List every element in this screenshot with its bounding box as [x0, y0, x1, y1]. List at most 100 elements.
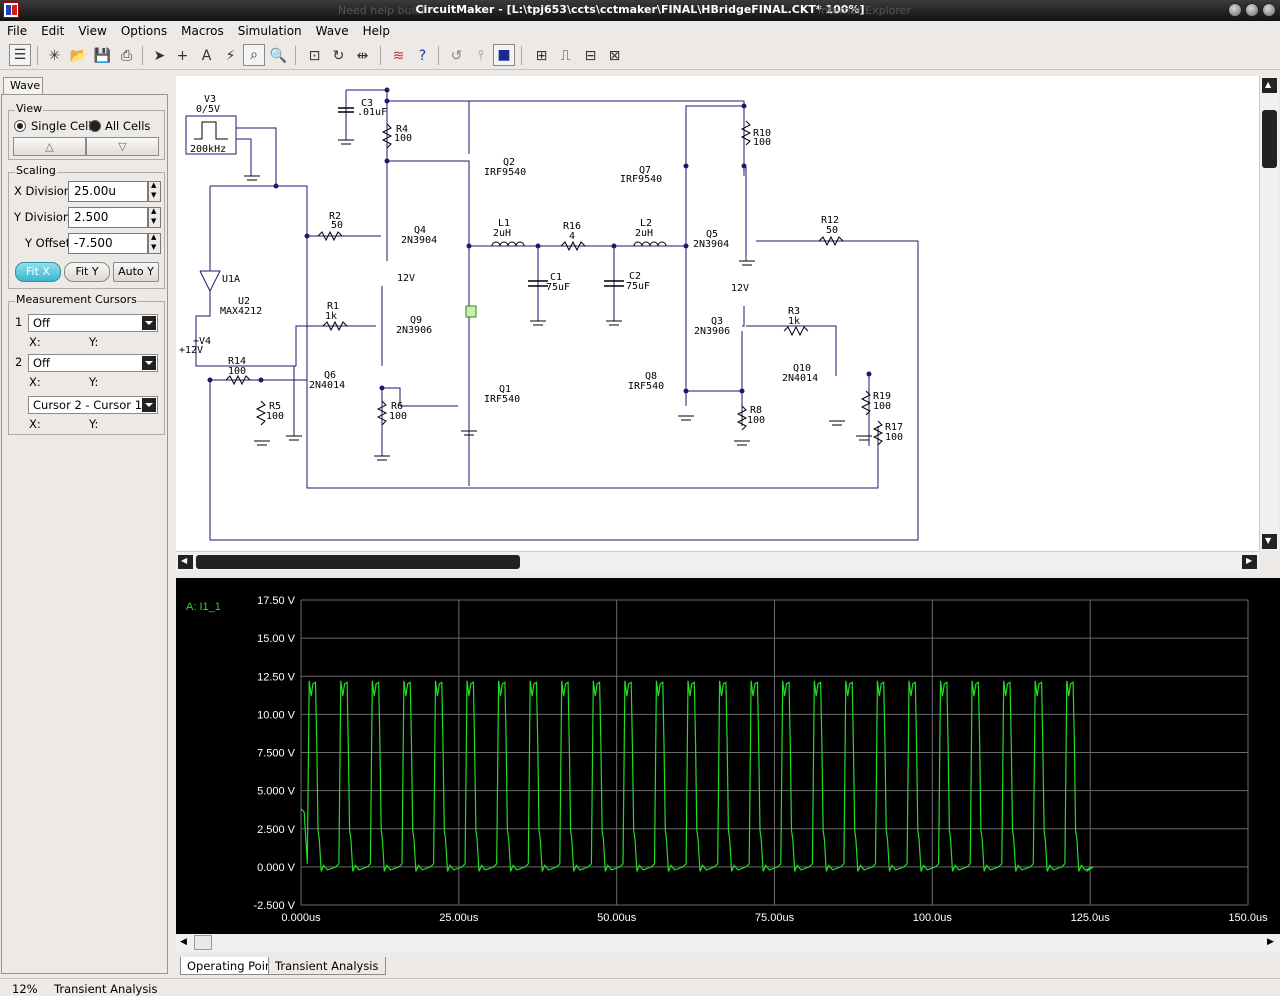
chevron-down-icon[interactable]: [142, 356, 156, 370]
l2-label: L2: [640, 218, 652, 229]
fit-x-button[interactable]: Fit X: [15, 262, 61, 282]
menu-edit[interactable]: Edit: [41, 24, 65, 38]
menu-options[interactable]: Options: [120, 24, 168, 38]
cursor-1-number: 1: [15, 315, 23, 329]
x-division-input[interactable]: 25.00u: [68, 181, 148, 202]
stop-icon[interactable]: ■: [493, 44, 515, 66]
single-cell-radio[interactable]: [14, 120, 26, 132]
scroll-thumb[interactable]: [194, 935, 212, 950]
parts-icon[interactable]: ☰: [9, 44, 31, 66]
magnify-tool-icon[interactable]: ⌕: [243, 44, 265, 66]
scroll-thumb[interactable]: [1262, 110, 1277, 168]
undo-icon[interactable]: ↺: [450, 47, 463, 64]
print-icon[interactable]: ⎙: [120, 47, 133, 64]
r17-value: 100: [885, 432, 903, 443]
menu-help[interactable]: Help: [362, 24, 390, 38]
y-offset-spinner[interactable]: [148, 233, 161, 254]
v4-value: +12V: [179, 345, 203, 356]
arrow-tool-icon[interactable]: ➤: [153, 47, 166, 64]
analysis-icon[interactable]: ⊟: [584, 47, 597, 64]
schematic-horizontal-scrollbar[interactable]: [176, 551, 1259, 571]
menu-macros[interactable]: Macros: [181, 24, 224, 38]
scroll-left-icon[interactable]: [178, 555, 193, 569]
scroll-right-icon[interactable]: [1242, 555, 1257, 569]
cursor-diff-value: Cursor 2 - Cursor 1: [33, 398, 143, 412]
y-division-input[interactable]: 2.500: [68, 207, 148, 228]
digital-mode-icon[interactable]: ≋: [392, 47, 405, 64]
chevron-down-icon[interactable]: [142, 398, 156, 412]
q2-label: Q2: [503, 157, 515, 168]
cursor-2-select[interactable]: Off: [28, 354, 158, 372]
chevron-down-icon[interactable]: [142, 316, 156, 330]
y-tick-label: 7.500 V: [257, 748, 296, 760]
tab-transient-analysis[interactable]: Transient Analysis: [268, 957, 386, 975]
r19-label: R19: [873, 391, 891, 402]
window-title: CircuitMaker - [L:\tpj653\ccts\cctmaker\…: [415, 3, 865, 16]
rotate-icon[interactable]: ↻: [332, 47, 345, 64]
y-tick-label: 0.000 V: [257, 862, 296, 874]
close-button[interactable]: [1262, 3, 1276, 17]
x-division-spinner[interactable]: [148, 181, 161, 202]
r2-value: 50: [331, 220, 343, 231]
zoom-tool-icon[interactable]: 🔍: [269, 47, 288, 64]
maximize-button[interactable]: [1245, 3, 1259, 17]
save-icon[interactable]: 💾: [93, 47, 112, 64]
pane-splitter[interactable]: [176, 571, 1280, 578]
view-group-label: View: [15, 102, 44, 115]
cell-up-button[interactable]: △: [13, 137, 86, 156]
auto-y-button[interactable]: Auto Y: [113, 262, 159, 282]
scroll-thumb[interactable]: [196, 555, 520, 569]
c3-label: C3: [361, 98, 373, 109]
q9-value: 2N3906: [396, 325, 432, 336]
y-offset-input[interactable]: -7.500: [68, 233, 148, 254]
q8-label: Q8: [645, 371, 657, 382]
q7-value: IRF9540: [620, 174, 662, 185]
scope-icon[interactable]: ⊠: [608, 47, 621, 64]
q10-label: Q10: [793, 363, 811, 374]
new-icon[interactable]: ✳: [48, 47, 61, 64]
scroll-left-icon[interactable]: [177, 936, 192, 950]
add-cell-icon[interactable]: ⊞: [535, 47, 548, 64]
v3-label: V3: [204, 94, 216, 105]
wire-tool-icon[interactable]: +: [176, 47, 189, 64]
view-group: View Single Cell All Cells △ ▽: [8, 102, 165, 160]
l2-value: 2uH: [635, 228, 653, 239]
cursor-1-select[interactable]: Off: [28, 314, 158, 332]
fit-y-button[interactable]: Fit Y: [64, 262, 110, 282]
cursor-1-x-label: X:: [29, 335, 41, 349]
menu-view[interactable]: View: [78, 24, 107, 38]
wave-icon[interactable]: ⎍: [560, 47, 571, 64]
zoom-fit-icon[interactable]: ⊡: [308, 47, 321, 64]
tab-wave[interactable]: Wave: [3, 77, 43, 94]
run-icon[interactable]: ⫯: [477, 47, 484, 64]
probe-tool-icon[interactable]: ⚡: [225, 47, 236, 64]
q6-label: Q6: [324, 370, 336, 381]
menu-simulation[interactable]: Simulation: [237, 24, 302, 38]
help-icon[interactable]: ?: [418, 47, 427, 64]
schematic-canvas[interactable]: V3 0/5V 200kHz C3 .01uF R4 100 Q2 IRF954…: [176, 76, 1259, 551]
menu-file[interactable]: File: [7, 24, 28, 38]
waveform-scrollbar[interactable]: [176, 934, 1280, 952]
open-icon[interactable]: 📂: [69, 47, 88, 64]
app-icon[interactable]: [3, 2, 19, 18]
x-tick-label: 25.00us: [439, 912, 479, 924]
x-division-label: X Division: [14, 184, 72, 198]
cell-down-button[interactable]: ▽: [86, 137, 159, 156]
q3-value: 2N3906: [694, 326, 730, 337]
text-tool-icon[interactable]: A: [201, 47, 212, 64]
scroll-down-icon[interactable]: [1262, 534, 1277, 549]
menu-wave[interactable]: Wave: [315, 24, 349, 38]
trace-label[interactable]: A: I1_1: [186, 601, 221, 613]
scroll-right-icon[interactable]: [1263, 936, 1278, 950]
q6-value: 2N4014: [309, 380, 345, 391]
all-cells-radio[interactable]: [89, 120, 101, 132]
cursor-diff-select[interactable]: Cursor 2 - Cursor 1: [28, 396, 158, 414]
y-division-spinner[interactable]: [148, 207, 161, 228]
mirror-icon[interactable]: ⇹: [356, 47, 369, 64]
tab-operating-point[interactable]: Operating Point: [180, 957, 284, 975]
cursor-2-value: Off: [33, 356, 50, 370]
schematic-vertical-scrollbar[interactable]: [1259, 76, 1279, 551]
scroll-up-icon[interactable]: [1262, 78, 1277, 93]
minimize-button[interactable]: [1228, 3, 1242, 17]
